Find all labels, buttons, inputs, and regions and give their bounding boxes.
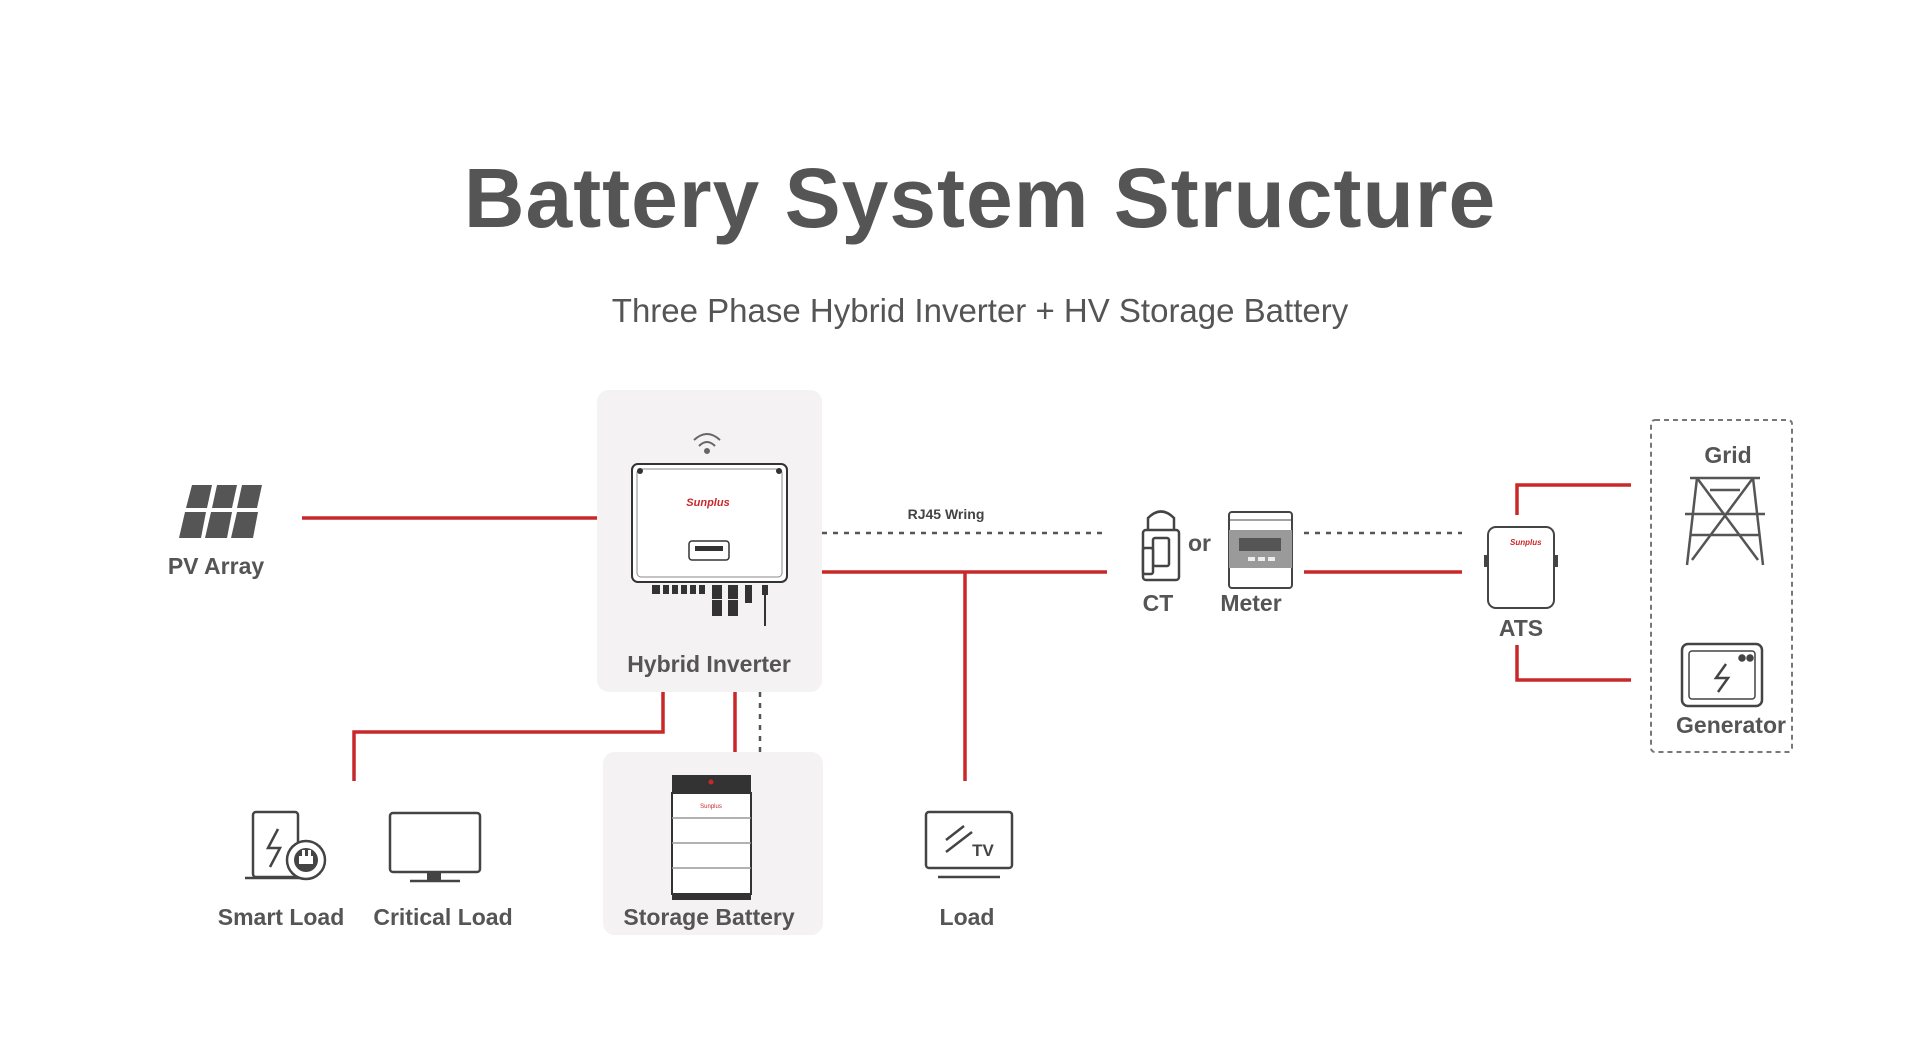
generator-label: Generator — [1676, 712, 1786, 738]
monitor-icon — [388, 811, 482, 883]
comm-lines — [758, 531, 1462, 752]
ats-switch-icon: Sunplus — [1484, 526, 1558, 609]
critical-load-label: Critical Load — [373, 904, 513, 930]
page-subtitle: Three Phase Hybrid Inverter + HV Storage… — [611, 292, 1349, 329]
rj45-wiring-label: RJ45 Wring — [907, 506, 985, 522]
hybrid-inverter-label: Hybrid Inverter — [627, 651, 791, 677]
page-title: Battery System Structure — [463, 151, 1497, 245]
storage-battery-label: Storage Battery — [623, 904, 795, 930]
grid-label: Grid — [1704, 442, 1752, 468]
pv-array-label: PV Array — [167, 553, 265, 579]
tv-icon-label: TV — [972, 841, 994, 860]
meter-label: Meter — [1220, 590, 1282, 616]
tv-icon: TV — [924, 810, 1014, 879]
wifi-icon — [693, 433, 721, 454]
smart-plug-icon — [245, 810, 327, 881]
storage-battery-icon: Sunplus — [671, 775, 752, 900]
solar-panel-icon — [179, 485, 262, 538]
grid-generator-group — [1650, 419, 1793, 753]
energy-meter-icon — [1228, 511, 1293, 589]
ats-label: ATS — [1498, 615, 1544, 641]
power-tower-icon — [1685, 476, 1765, 566]
svg-text:Sunplus: Sunplus — [700, 804, 722, 810]
svg-text:Sunplus: Sunplus — [686, 497, 729, 509]
or-label: or — [1188, 530, 1211, 556]
hybrid-inverter-icon: Sunplus — [631, 463, 788, 626]
generator-icon — [1680, 642, 1764, 708]
ct-label: CT — [1142, 590, 1174, 616]
load-label: Load — [939, 904, 995, 930]
power-lines — [302, 483, 1631, 781]
ct-clamp-icon — [1141, 510, 1181, 582]
smart-load-label: Smart Load — [217, 904, 345, 930]
svg-text:Sunplus: Sunplus — [1510, 538, 1542, 547]
